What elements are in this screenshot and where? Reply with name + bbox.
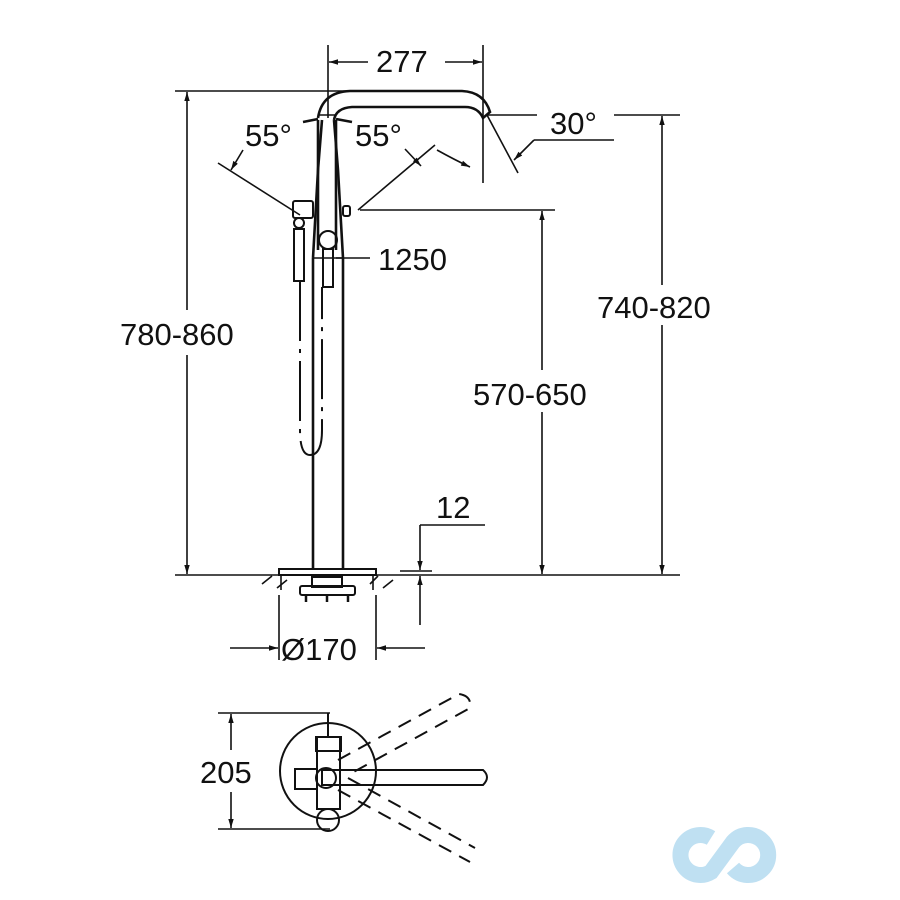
floor-hatch <box>261 575 394 589</box>
spout <box>316 89 492 121</box>
plan-lever-swing-up <box>337 692 472 776</box>
dim-spout-outlet-height: 740-820 <box>597 116 711 574</box>
dim-spout-reach: 277 <box>327 44 484 183</box>
dim-plate-thickness: 12 <box>417 490 485 625</box>
dim-base-diameter: Ø170 <box>230 595 425 667</box>
dim-handle-angle-right: 55° <box>335 117 471 211</box>
plan-lever <box>321 769 488 786</box>
mounting-bracket <box>299 576 356 602</box>
plan-lever-swing-down <box>337 777 476 863</box>
dim-overall-height: 780-860 <box>120 90 350 574</box>
plan-column <box>316 736 341 810</box>
plan-holder-block <box>294 768 318 790</box>
label-spout-reach: 277 <box>376 44 428 79</box>
label-base-diameter: Ø170 <box>281 632 357 667</box>
label-handle-angle-right: 55° <box>355 118 402 153</box>
label-handle-angle-left: 55° <box>245 118 292 153</box>
infinity-cd-logo <box>672 827 777 883</box>
hand-shower-holder <box>292 200 314 282</box>
label-plate-thickness: 12 <box>436 490 470 525</box>
dim-hose-length: 1250 <box>336 242 447 277</box>
label-spout-swivel: 30° <box>550 106 597 141</box>
mixer-lever <box>318 205 351 288</box>
dim-spout-swivel: 30° <box>486 106 680 174</box>
label-plan-depth: 205 <box>200 755 252 790</box>
label-overall-height: 780-860 <box>120 317 234 352</box>
dim-handshower-height: 570-650 <box>360 209 587 574</box>
plan-spout-outlet <box>316 808 340 832</box>
label-spout-outlet-height: 740-820 <box>597 290 711 325</box>
shower-hose <box>299 281 323 457</box>
mixer-column <box>311 119 345 570</box>
front-elevation <box>175 89 680 602</box>
plan-view <box>279 692 488 863</box>
base-plate <box>278 568 377 576</box>
label-handshower-height: 570-650 <box>473 377 587 412</box>
dim-handle-angle-left: 55° <box>217 117 319 216</box>
dim-plan-depth: 205 <box>200 712 330 830</box>
label-hose-length: 1250 <box>378 242 447 277</box>
